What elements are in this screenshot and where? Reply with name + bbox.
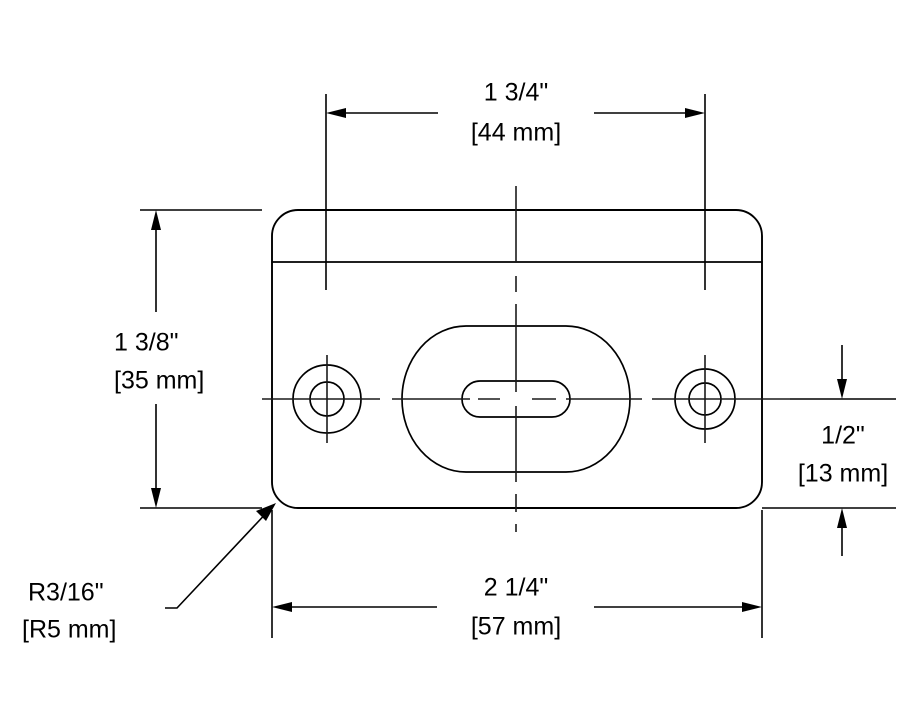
left-dimension-imperial-text: 1 3/8" [114,329,178,357]
top-dim-arrow-right [685,108,705,118]
oval-boss-outline [401,325,631,473]
centerlines-group [262,186,790,532]
right-dim-arrow-bottom [837,508,847,528]
inner-slot-outline [461,380,571,418]
top-dimension-group: 1 3/4" [44 mm] [325,79,706,290]
bottom-dimension-metric-text: [57 mm] [471,613,561,641]
left-dimension-metric-text: [35 mm] [114,367,204,395]
left-dimension-group: 1 3/8" [35 mm] [114,209,262,509]
radius-callout-arrow [256,503,276,521]
right-dimension-imperial-text: 1/2" [821,422,865,450]
bottom-dimension-group: 2 1/4" [57 mm] [271,510,763,641]
plate-outline [271,209,763,509]
left-dim-arrow-top [151,210,161,230]
radius-callout-group: R3/16" [R5 mm] [22,503,276,644]
oval-boss-group [401,325,631,473]
right-dimension-group: 1/2" [13 mm] [762,345,896,556]
top-dimension-imperial-text: 1 3/4" [484,79,548,107]
right-dim-arrow-top [837,379,847,399]
radius-callout-metric-text: [R5 mm] [22,616,116,644]
plate-outline-group [271,209,763,509]
left-dim-arrow-bottom [151,488,161,508]
bottom-dim-arrow-left [272,602,292,612]
top-dim-arrow-left [326,108,346,118]
bottom-dim-arrow-right [742,602,762,612]
right-dimension-metric-text: [13 mm] [798,460,888,488]
bottom-dimension-imperial-text: 2 1/4" [484,574,548,602]
top-dimension-metric-text: [44 mm] [471,119,561,147]
radius-callout-leader-line [165,506,273,609]
radius-callout-imperial-text: R3/16" [28,579,104,607]
